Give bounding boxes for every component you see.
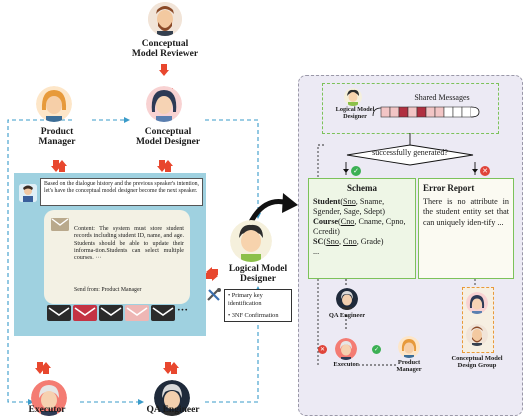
logical-designer-mini-avatar xyxy=(344,88,362,106)
shared-messages-label: Shared Messages xyxy=(414,93,470,102)
envelope-icon xyxy=(51,218,69,231)
tools-icon xyxy=(206,288,222,302)
fail-cross-icon: ✕ xyxy=(480,166,490,176)
envelope-black-2 xyxy=(99,305,123,321)
reviewer-label: Conceptual Model Reviewer xyxy=(131,39,199,59)
executor-avatar-right xyxy=(335,338,357,360)
executor-avatar xyxy=(31,380,67,416)
product-manager-avatar-right xyxy=(398,336,420,358)
schema-line-student: Student(Sno, Sname, Sgender, Sage, Sdept… xyxy=(313,197,385,216)
schema-line-course: Course(Cno, Cname, Cpno, Ccredit) xyxy=(313,217,406,236)
qa-engineer-label-right: QA Engineer xyxy=(328,312,366,319)
shared-logical-designer-label: Logical Model Designer xyxy=(335,106,375,120)
schema-content: Student(Sno, Sname, Sgender, Sage, Sdept… xyxy=(313,197,413,257)
product-manager-label: Product Manager xyxy=(38,127,76,147)
group-designer-avatar xyxy=(466,292,488,314)
qa-engineer-label: QA Engineer xyxy=(146,405,200,415)
decision-diamond xyxy=(345,144,475,166)
product-manager-avatar xyxy=(36,86,72,122)
design-group-label: Conceptual Model Design Group xyxy=(451,355,503,369)
executor-label-right: Executor xyxy=(333,361,359,368)
qa-engineer-avatar-right xyxy=(336,288,358,310)
envelope-more: ··· xyxy=(177,304,189,316)
link-pm-executor xyxy=(7,119,72,403)
envelope-black-1 xyxy=(47,305,71,321)
message-queue xyxy=(371,106,491,118)
conceptual-designer-avatar xyxy=(146,86,182,122)
link-qa-lmd xyxy=(205,290,259,403)
moderator-icon xyxy=(19,184,37,202)
shared-messages-box xyxy=(322,83,499,134)
error-report-box: Error Report There is no attribute in th… xyxy=(418,178,514,279)
executor-fail-icon: ✕ xyxy=(318,345,327,354)
qa-engineer-avatar xyxy=(154,380,190,416)
task-3nf: • 3NF Confirmation xyxy=(228,312,279,319)
group-reviewer-avatar xyxy=(466,324,488,346)
logical-designer-avatar xyxy=(230,220,272,262)
message-sender: Send from: Product Manager xyxy=(74,287,142,293)
link-cmd-lmd xyxy=(205,119,259,215)
error-report-title: Error Report xyxy=(423,183,475,193)
task-primary-key: • Primary key identification xyxy=(228,292,263,307)
chat-bubble-text: Based on the dialogue history and the pr… xyxy=(44,181,199,194)
conceptual-designer-label: Conceptual Model Designer xyxy=(135,127,201,147)
executor-success-icon: ✓ xyxy=(372,345,381,354)
envelope-pink xyxy=(125,305,149,321)
chat-bubble: Based on the dialogue history and the pr… xyxy=(40,178,203,206)
logical-designer-label: Logical Model Designer xyxy=(228,264,288,284)
schema-box: Schema Student(Sno, Sname, Sgender, Sage… xyxy=(308,178,416,279)
success-check-icon: ✓ xyxy=(351,166,361,176)
decision-label: successfully generated? xyxy=(372,148,448,157)
executor-label: Executor xyxy=(28,405,66,415)
schema-line-more: ... xyxy=(313,247,320,256)
reviewer-avatar xyxy=(148,2,182,36)
message-content: Content: The system must store student r… xyxy=(74,226,184,262)
envelope-red xyxy=(73,305,97,321)
red-arrows xyxy=(35,64,218,374)
envelope-black-3 xyxy=(151,305,175,321)
product-manager-label-right: Product Manager xyxy=(396,359,422,373)
task-box: • Primary key identification • 3NF Confi… xyxy=(224,289,292,322)
schema-line-sc: SC(Sno, Cno, Grade) xyxy=(313,237,384,246)
error-report-text: There is no attribute in the student ent… xyxy=(423,197,509,227)
schema-title: Schema xyxy=(347,183,377,193)
